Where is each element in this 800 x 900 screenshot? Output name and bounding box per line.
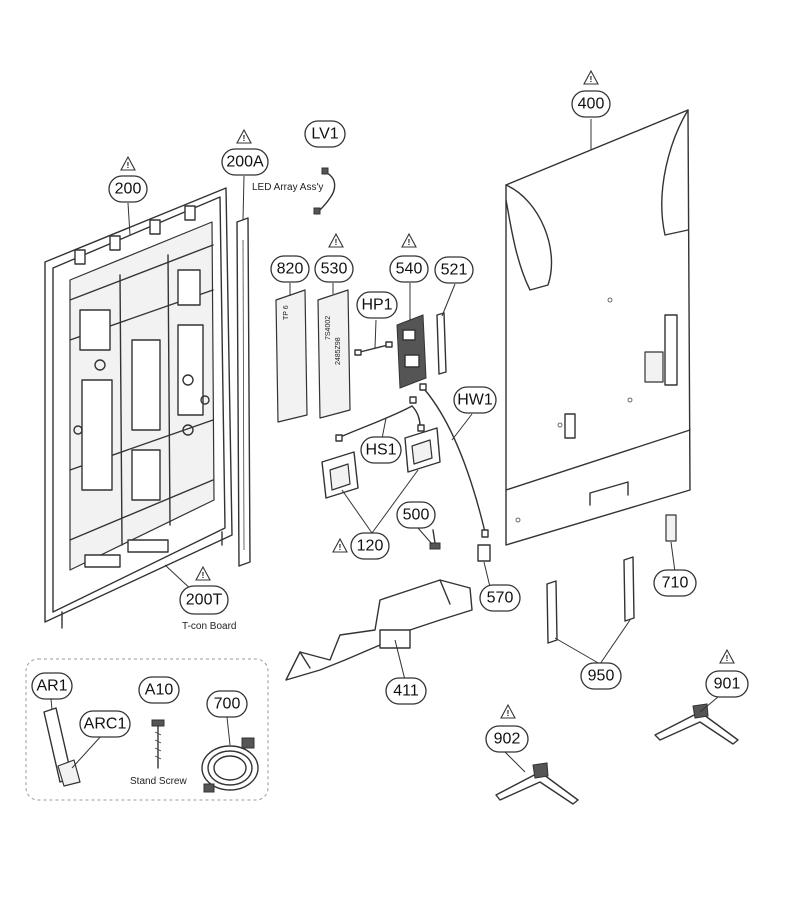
callout-lv1: LV1 (304, 120, 346, 148)
svg-text:820: 820 (277, 261, 304, 278)
callout-hs1: HS1 (360, 436, 402, 464)
warning-icon: ! (500, 703, 516, 719)
svg-text:!: ! (507, 709, 510, 718)
part-570-bracket (477, 544, 491, 562)
callout-hp1: HP1 (356, 291, 398, 319)
svg-text:!: ! (243, 134, 246, 143)
warning-icon: ! (328, 232, 344, 248)
warning-icon: ! (719, 648, 735, 664)
note-led-array: LED Array Ass'y (252, 182, 323, 193)
svg-text:950: 950 (588, 668, 615, 685)
callout-200a: 200A (221, 148, 269, 176)
note-stand-screw: Stand Screw (130, 776, 187, 787)
part-901-stand (654, 703, 739, 745)
accessories-box (25, 658, 269, 801)
part-521-bracket (436, 312, 447, 375)
svg-text:902: 902 (494, 731, 521, 748)
callout-540: 540 (389, 255, 429, 283)
callout-901: 901 (705, 670, 749, 698)
callout-500: 500 (396, 501, 436, 529)
svg-text:200A: 200A (226, 154, 264, 171)
warning-icon: ! (401, 232, 417, 248)
svg-text:AR1: AR1 (36, 678, 67, 695)
part-902-stand (495, 762, 579, 805)
callout-820: 820 (270, 255, 310, 283)
warning-triangles: ! ! ! ! ! ! ! ! ! (120, 69, 735, 719)
svg-text:!: ! (335, 238, 338, 247)
callout-521: 521 (434, 256, 474, 284)
warning-icon: ! (583, 69, 599, 85)
svg-text:!: ! (127, 161, 130, 170)
part-700-power-cable (201, 737, 259, 793)
warning-icon: ! (120, 155, 136, 171)
panel-820-marking: TP 6 (283, 305, 290, 320)
callout-710: 710 (653, 569, 697, 597)
svg-text:540: 540 (396, 261, 423, 278)
part-411-bottom-frame (285, 579, 473, 681)
svg-text:120: 120 (357, 538, 384, 555)
part-820-sheet: TP 6 (275, 289, 308, 423)
callout-200t: 200T (179, 585, 229, 615)
svg-text:500: 500 (403, 507, 430, 524)
callout-arc1: ARC1 (79, 710, 131, 738)
svg-text:!: ! (202, 571, 205, 580)
part-a10-screw (151, 719, 165, 769)
callout-hw1: HW1 (453, 386, 497, 414)
svg-text:400: 400 (578, 96, 605, 113)
svg-text:!: ! (590, 75, 593, 84)
svg-text:!: ! (726, 654, 729, 663)
part-500-connector (429, 529, 441, 550)
part-540-main-board (396, 314, 427, 389)
svg-text:901: 901 (714, 676, 741, 693)
part-arc1-holder (57, 759, 81, 787)
note-tcon-board: T-con Board (182, 621, 236, 632)
warning-icon: ! (236, 128, 252, 144)
part-hp1-cable (354, 341, 393, 356)
svg-text:!: ! (339, 543, 342, 552)
svg-text:HS1: HS1 (365, 442, 396, 459)
callout-200: 200 (108, 175, 148, 203)
callout-950: 950 (580, 662, 622, 690)
svg-text:ARC1: ARC1 (84, 716, 127, 733)
svg-text:A10: A10 (145, 682, 174, 699)
part-200a-led-array (236, 217, 251, 567)
part-lv1-cable (313, 167, 336, 215)
panel-530-marking-b: 2485Z98 (335, 337, 342, 365)
svg-text:!: ! (408, 238, 411, 247)
svg-text:200T: 200T (186, 592, 223, 609)
callout-400: 400 (571, 90, 611, 118)
panel-530-marking-a: 7S4002 (325, 316, 332, 340)
part-400-back-cover (505, 109, 691, 546)
callout-120: 120 (350, 532, 390, 560)
svg-text:LV1: LV1 (311, 126, 338, 143)
svg-text:HP1: HP1 (361, 297, 392, 314)
callout-700: 700 (206, 690, 248, 718)
part-hw1-harness (419, 383, 489, 538)
warning-icon: ! (332, 537, 348, 553)
svg-text:530: 530 (321, 261, 348, 278)
part-200-display-module (44, 187, 233, 629)
callout-902: 902 (485, 725, 529, 753)
svg-text:710: 710 (662, 575, 689, 592)
svg-text:HW1: HW1 (457, 392, 493, 409)
part-950-stand-brackets (546, 556, 635, 644)
callout-530: 530 (314, 255, 354, 283)
part-710-clip (665, 514, 677, 542)
leader-lines (50, 119, 719, 773)
part-hs1-harness (335, 396, 425, 442)
callout-411: 411 (385, 677, 427, 705)
part-530-power-board: 7S4002 2485Z98 (317, 289, 351, 419)
svg-text:200: 200 (115, 181, 142, 198)
svg-text:700: 700 (214, 696, 241, 713)
svg-text:570: 570 (487, 590, 514, 607)
svg-text:521: 521 (441, 262, 468, 279)
warning-icon: ! (195, 565, 211, 581)
callout-ar1: AR1 (31, 672, 73, 700)
svg-text:411: 411 (393, 683, 419, 700)
callout-570: 570 (479, 584, 521, 612)
part-120-speakers (321, 427, 441, 499)
callout-a10: A10 (138, 676, 180, 704)
